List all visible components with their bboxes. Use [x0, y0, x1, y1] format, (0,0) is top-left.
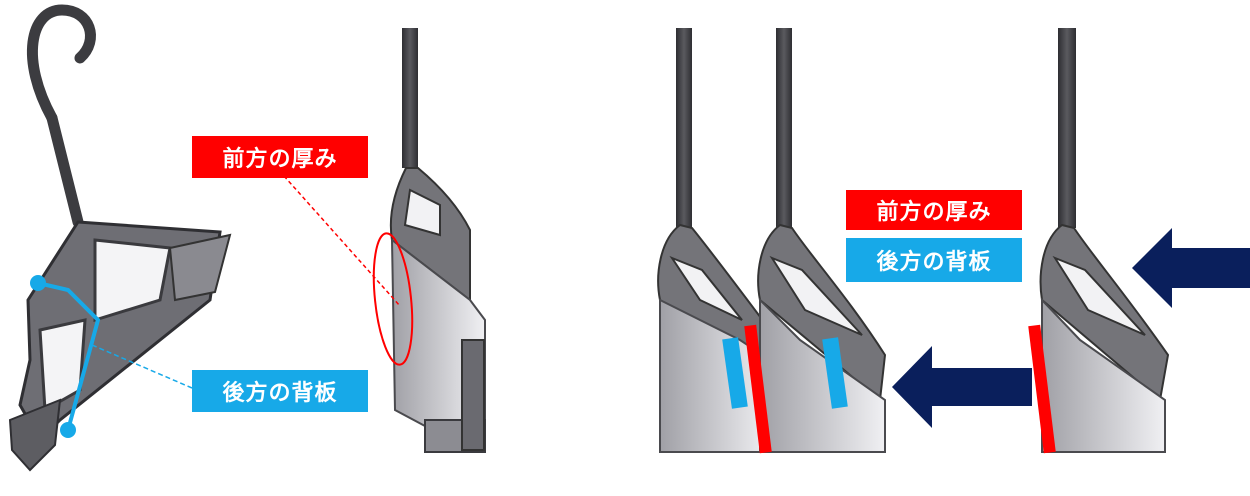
front-thickness-label: 前方の厚み [192, 136, 368, 178]
marker-dot-top [30, 275, 46, 291]
marker-dot-bottom [60, 422, 76, 438]
arrow-left-icon [892, 346, 1032, 428]
front-leader-line [284, 176, 400, 306]
hanger-side-c [1041, 28, 1168, 452]
rear-backplate-label: 後方の背板 [846, 238, 1022, 282]
rear-backplate-label: 後方の背板 [192, 370, 368, 412]
front-thickness-label: 前方の厚み [846, 190, 1022, 230]
hook [32, 10, 90, 118]
arrow-left-icon [1132, 228, 1250, 308]
